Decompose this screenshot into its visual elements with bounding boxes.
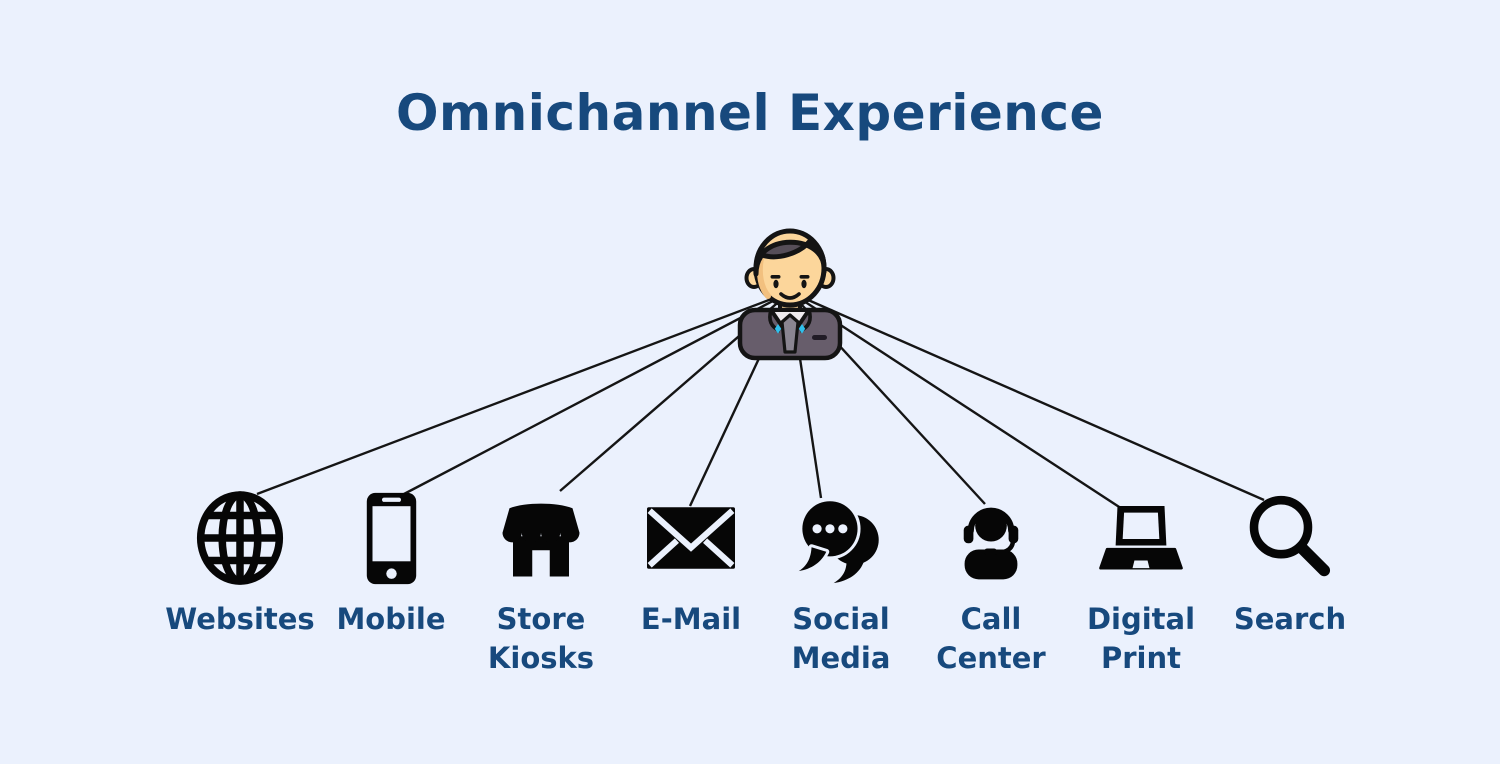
businessman-avatar-icon xyxy=(737,228,843,361)
connector-line xyxy=(256,290,791,496)
connector-line xyxy=(789,290,1134,518)
channel-label: Social Media xyxy=(791,602,891,675)
channel-item-search: Search xyxy=(1215,486,1365,639)
laptop-icon xyxy=(1094,504,1188,572)
chat-bubbles-icon xyxy=(795,492,887,584)
globe-icon xyxy=(196,491,284,585)
channel-label: E-Mail xyxy=(640,602,742,636)
channel-item-mobile: Mobile xyxy=(316,486,466,639)
channel-label: Call Center xyxy=(936,602,1046,675)
connector-line xyxy=(403,290,791,496)
magnifier-icon xyxy=(1245,493,1335,583)
envelope-icon xyxy=(647,507,735,569)
channel-label: Store Kiosks xyxy=(487,602,595,675)
channel-item-social-media: Social Media xyxy=(766,486,916,678)
connector-line xyxy=(789,290,1265,502)
channel-item-call-center: Call Center xyxy=(916,486,1066,678)
channel-item-store-kiosks: Store Kiosks xyxy=(466,486,616,678)
storefront-icon xyxy=(497,496,585,580)
channel-item-e-mail: E-Mail xyxy=(616,486,766,639)
channel-label: Digital Print xyxy=(1086,602,1196,675)
headset-agent-icon xyxy=(947,494,1035,582)
channel-label: Search xyxy=(1233,602,1347,636)
smartphone-icon xyxy=(363,491,420,586)
channel-item-digital-print: Digital Print xyxy=(1066,486,1216,678)
page-title: Omnichannel Experience xyxy=(396,84,1104,142)
channel-label: Mobile xyxy=(336,602,446,636)
channel-label: Websites xyxy=(165,602,315,636)
channel-item-websites: Websites xyxy=(165,486,315,639)
